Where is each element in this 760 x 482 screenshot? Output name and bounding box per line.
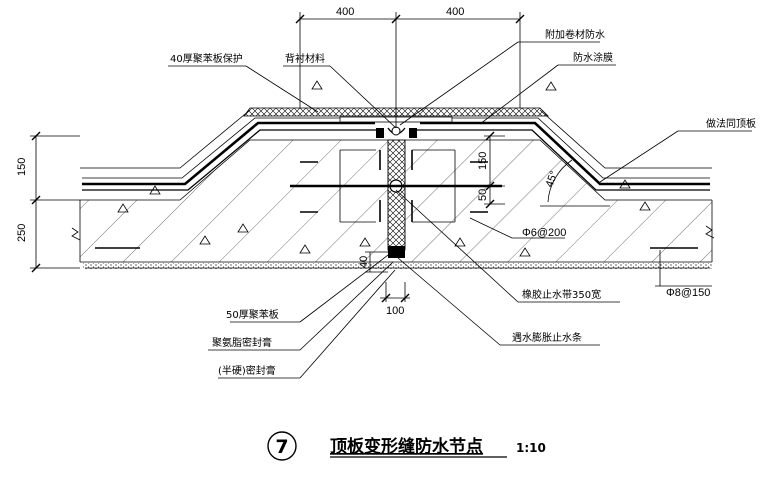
label-backing-material: 背衬材料 — [285, 52, 325, 65]
label-rubber-waterstop: 橡胶止水带350宽 — [522, 288, 601, 301]
label-same-as-roof: 做法同顶板 — [706, 117, 756, 130]
label-additional-membrane: 附加卷材防水 — [545, 28, 605, 41]
concrete-slab — [80, 110, 712, 262]
detail-number-circle — [267, 431, 297, 461]
bottom-cushion — [82, 263, 712, 269]
title-text: 顶板变形缝防水节点 — [330, 436, 483, 457]
drawing-title: 7 顶板变形缝防水节点 1:10 — [267, 431, 546, 461]
title-scale: 1:10 — [516, 441, 546, 455]
label-swelling-strip: 遇水膨胀止水条 — [512, 331, 582, 344]
top-dimension — [295, 12, 525, 128]
dim-bottom-40: 40 — [358, 256, 370, 268]
bottom-dimension — [365, 251, 410, 303]
dim-left-lower: 250 — [16, 224, 28, 242]
waterproof-membrane — [82, 117, 710, 191]
label-rebar-6: Φ6@200 — [522, 227, 566, 239]
label-waterproof-coating: 防水涂膜 — [573, 51, 613, 64]
dim-top-left: 400 — [336, 6, 354, 18]
dim-slope-angle: 45° — [544, 169, 561, 189]
dim-left-upper: 150 — [16, 158, 28, 176]
label-protection-board: 40厚聚苯板保护 — [170, 52, 243, 65]
dim-bottom-100: 100 — [386, 305, 404, 317]
dim-top-right: 400 — [446, 6, 464, 18]
dim-center-150: 150 — [477, 152, 489, 170]
detail-number: 7 — [275, 436, 288, 458]
expansion-joint — [290, 126, 502, 258]
label-rebar-8: Φ8@150 — [666, 287, 710, 299]
left-dimension — [30, 131, 80, 273]
label-semi-hard-sealant: (半硬)密封膏 — [218, 364, 276, 377]
aggregate-marks — [117, 80, 651, 257]
label-pu-sealant: 聚氨脂密封膏 — [212, 336, 272, 349]
leader-lines — [168, 41, 752, 379]
dim-center-50: 50 — [477, 189, 489, 201]
slab-outlines — [71, 109, 715, 263]
center-dimension — [484, 131, 610, 209]
label-polystyrene-board: 50厚聚苯板 — [226, 308, 279, 321]
